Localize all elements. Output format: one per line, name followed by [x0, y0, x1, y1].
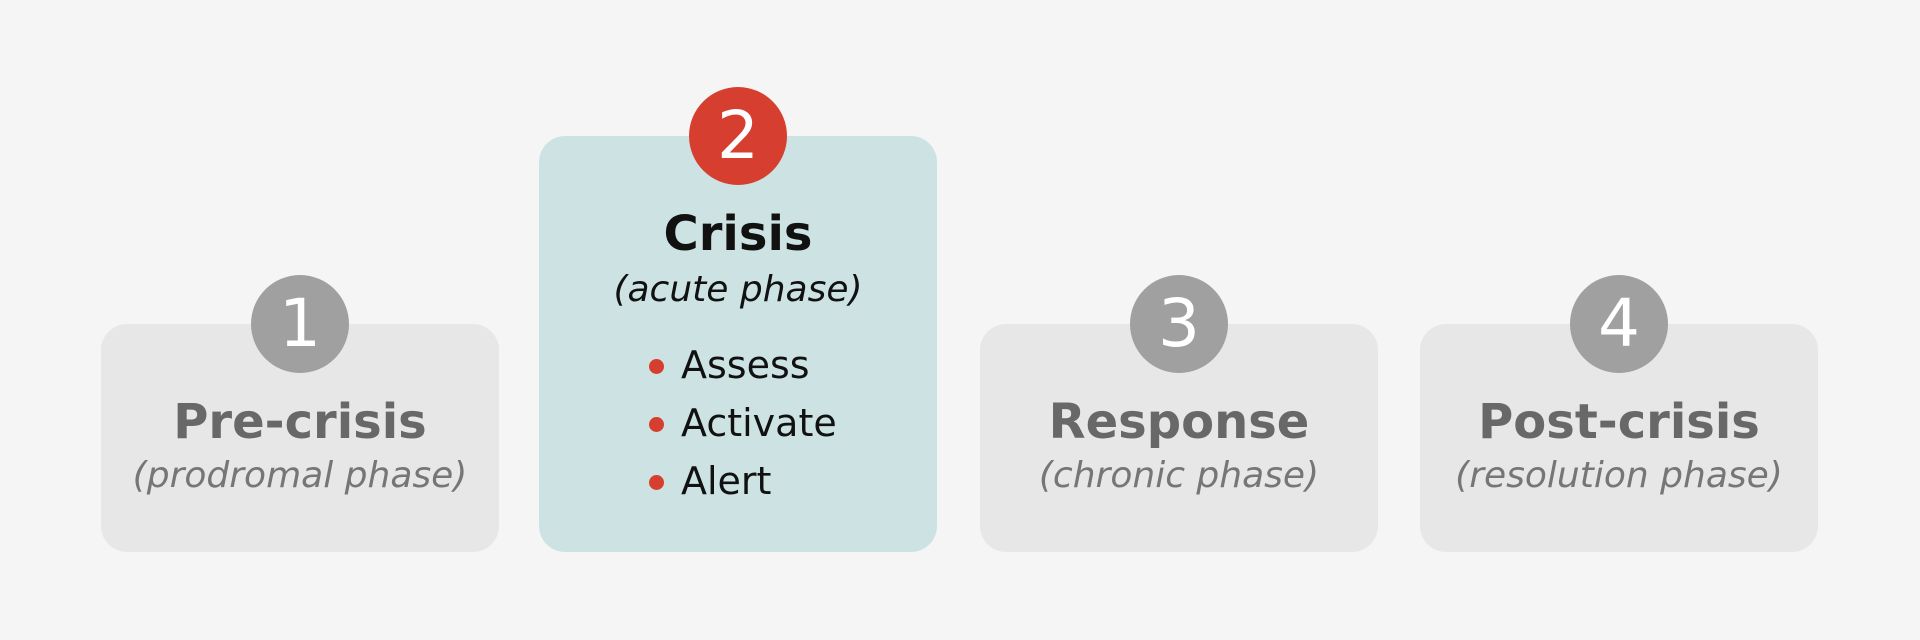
phase-title: Crisis	[663, 206, 813, 262]
phase-card-pre-crisis: 1 Pre-crisis (prodromal phase)	[101, 275, 499, 552]
bullet-dot-icon	[649, 475, 664, 490]
phase-number-badge: 3	[1130, 275, 1228, 373]
phase-number-badge: 1	[251, 275, 349, 373]
phase-subtitle: (prodromal phase)	[132, 455, 468, 496]
phase-title: Post-crisis	[1478, 394, 1760, 450]
bullet-item: Assess	[649, 336, 837, 394]
phase-number-badge: 2	[689, 87, 787, 185]
phase-title: Pre-crisis	[173, 394, 427, 450]
bullet-item: Activate	[649, 394, 837, 452]
phase-bullet-list: Assess Activate Alert	[649, 336, 837, 510]
bullet-label: Alert	[681, 459, 772, 503]
phase-subtitle: (acute phase)	[613, 269, 863, 310]
phase-title: Response	[1048, 394, 1310, 450]
phase-subtitle: (resolution phase)	[1455, 455, 1783, 496]
phase-number-badge: 4	[1570, 275, 1668, 373]
phase-subtitle: (chronic phase)	[1038, 455, 1320, 496]
phase-card-post-crisis: 4 Post-crisis (resolution phase)	[1420, 275, 1818, 552]
bullet-dot-icon	[649, 359, 664, 374]
bullet-item: Alert	[649, 452, 837, 510]
bullet-dot-icon	[649, 417, 664, 432]
bullet-label: Activate	[681, 401, 837, 445]
bullet-label: Assess	[681, 343, 810, 387]
phase-card-crisis: 2 Crisis (acute phase) Assess Activate A…	[539, 87, 937, 552]
phase-card-response: 3 Response (chronic phase)	[980, 275, 1378, 552]
